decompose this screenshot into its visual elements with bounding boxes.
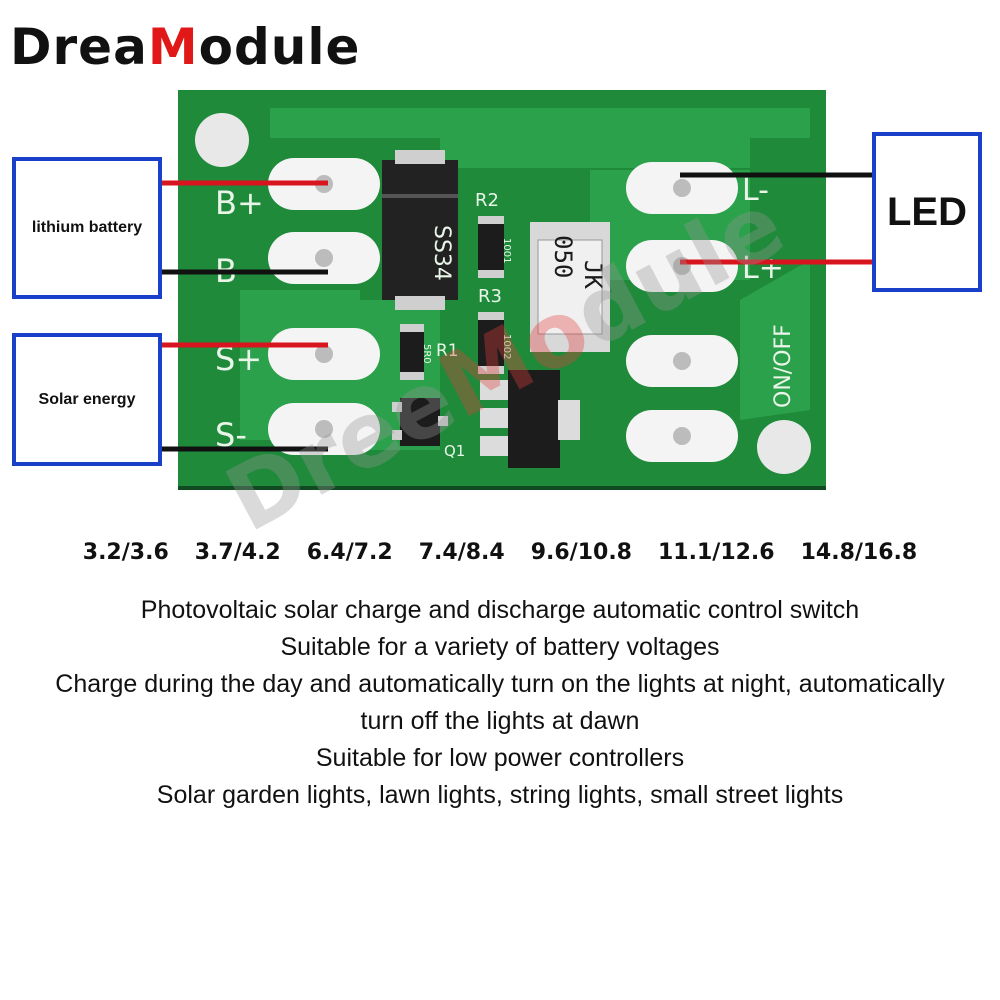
brand-logo: DreaModule xyxy=(10,18,361,76)
description-line: Suitable for low power controllers xyxy=(315,744,685,772)
diode-marking: SS34 xyxy=(429,225,454,281)
r3-code: 1002 xyxy=(501,334,512,359)
voltage-list: 3.2/3.6 3.7/4.2 6.4/7.2 7.4/8.4 9.6/10.8… xyxy=(0,540,1000,565)
pad-label-on-off: ON/OFF xyxy=(771,324,796,408)
diode-ss34 xyxy=(382,160,458,300)
r1-label: R1 xyxy=(436,341,459,361)
voltage-item: 3.7/4.2 xyxy=(194,540,281,565)
shunt-resistor xyxy=(537,239,603,335)
r2-label: R2 xyxy=(475,190,499,211)
shunt-marking-top: JK xyxy=(579,260,607,289)
led-label: LED xyxy=(887,189,967,234)
pad-label-b-plus: B+ xyxy=(215,184,264,222)
voltage-item: 9.6/10.8 xyxy=(530,540,632,565)
voltage-item: 3.2/3.6 xyxy=(82,540,169,565)
description-line: Charge during the day and automatically … xyxy=(55,670,945,698)
description-line: Solar garden lights, lawn lights, string… xyxy=(156,781,844,809)
led-label-box: LED xyxy=(872,132,982,292)
wires xyxy=(162,172,872,452)
battery-label: lithium battery xyxy=(31,219,143,236)
transistor-q1 xyxy=(400,398,440,446)
q1-label: Q1 xyxy=(444,442,465,460)
description-line: Photovoltaic solar charge and discharge … xyxy=(140,596,860,624)
solar-label: Solar energy xyxy=(38,390,136,408)
description-line: Suitable for a variety of battery voltag… xyxy=(280,633,720,661)
voltage-item: 6.4/7.2 xyxy=(306,540,393,565)
mounting-hole xyxy=(757,420,811,474)
voltage-item: 7.4/8.4 xyxy=(418,540,505,565)
pcb-board-illustration: B+ B- S+ S- L- L+ ON/OFF SS34 R2 1001 R3… xyxy=(162,90,872,490)
pad-label-l-plus: L+ xyxy=(742,251,784,286)
r2-code: 1001 xyxy=(501,238,512,263)
resistor-r3 xyxy=(478,318,504,368)
shunt-marking-bottom: 050 xyxy=(549,235,577,278)
voltage-item: 14.8/16.8 xyxy=(800,540,918,565)
pad-label-l-minus: L- xyxy=(742,173,769,208)
voltage-item: 11.1/12.6 xyxy=(658,540,775,565)
resistor-r2 xyxy=(478,222,504,272)
resistor-r1 xyxy=(400,330,424,374)
mounting-hole xyxy=(195,113,249,167)
description: Photovoltaic solar charge and discharge … xyxy=(20,592,980,814)
battery-label-box: lithium battery xyxy=(12,157,162,299)
solar-label-box: Solar energy xyxy=(12,333,162,466)
r1-code: 5R0 xyxy=(421,344,432,364)
description-line: turn off the lights at dawn xyxy=(360,707,640,735)
mosfet xyxy=(508,370,560,468)
r3-label: R3 xyxy=(478,286,502,307)
